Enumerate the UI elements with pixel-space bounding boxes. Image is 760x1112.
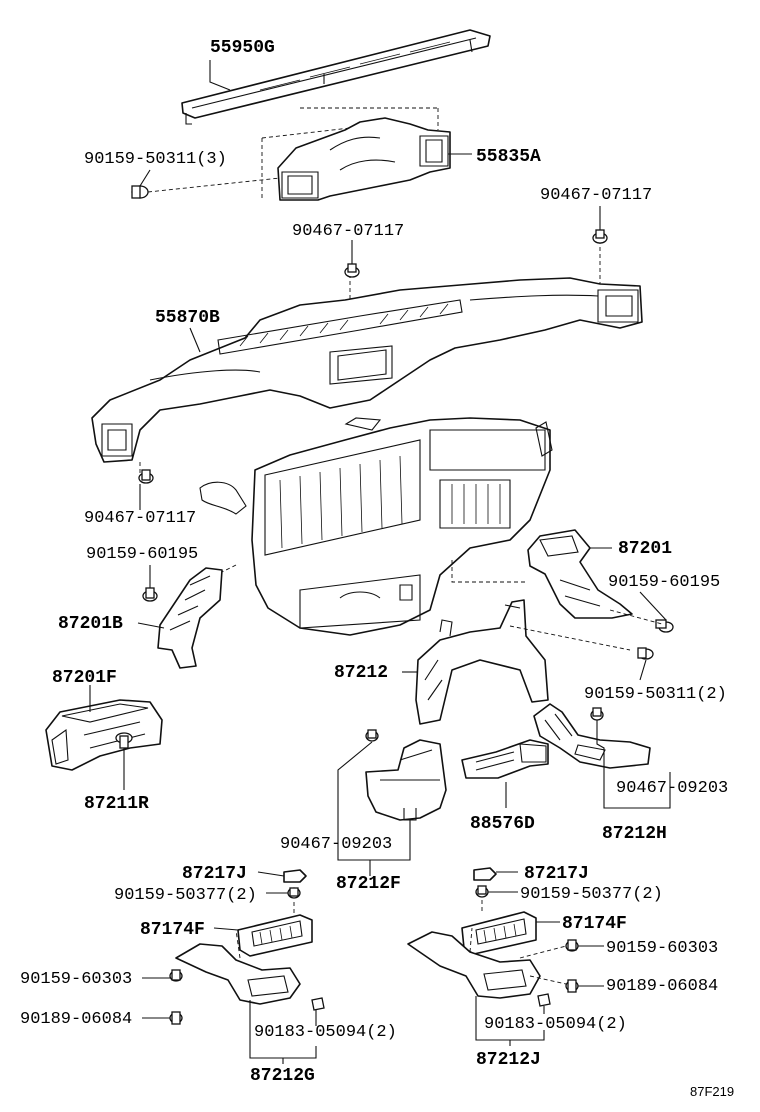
label-90467-07117-c: 90467-07117 [84,509,196,528]
label-90189-06084-a: 90189-06084 [20,1010,132,1029]
label-90159-50311-2: 90159-50311(2) [584,685,727,704]
screw-90159-60303-a [169,969,183,982]
duct-87212G-part [175,902,301,1005]
cover-87217J-b [473,867,497,881]
label-90159-60195-a: 90159-60195 [86,545,198,564]
register-87174F-b [461,911,537,955]
register-87174F-a [237,914,313,957]
label-90159-50311-3: 90159-50311(3) [84,150,227,169]
label-90159-60303-b: 90159-60303 [606,939,718,958]
defroster-duct-part [147,107,451,201]
defroster-nozzle-part [181,29,491,125]
duct-87201-part [527,529,633,619]
clip-90183-05094-a [311,997,325,1011]
screw-90159-60303-b [565,939,579,952]
label-87201: 87201 [618,539,672,559]
duct-87201B-part [157,567,223,669]
screw-90159-50377-a [287,887,301,899]
heater-unit-assembly [199,417,553,636]
duct-87212J-part [407,900,567,999]
label-55950G: 55950G [210,38,275,58]
label-87217J-a: 87217J [182,864,247,884]
bolt-90467-07117-b [592,229,608,244]
label-90183-05094-a: 90183-05094(2) [254,1023,397,1042]
label-87212: 87212 [334,663,388,683]
label-90467-07117-b: 90467-07117 [540,186,652,205]
duct-87201F-part [45,699,163,771]
duct-87212F-part [365,739,447,821]
bolt-90467-07117-c [138,469,154,484]
label-87212F: 87212F [336,874,401,894]
screw-90159-60195-a [142,587,158,602]
label-87174F-b: 87174F [562,914,627,934]
part-labels: 55950G 90159-50311(3) 55835A 90467-07117… [20,38,734,1099]
label-90183-05094-b: 90183-05094(2) [484,1015,627,1034]
label-87212G: 87212G [250,1066,315,1086]
label-87201B: 87201B [58,614,123,634]
label-87212H: 87212H [602,824,667,844]
screw-90159-50311-b [637,647,654,660]
air-duct-part [91,240,643,476]
label-55870B: 55870B [155,308,220,328]
screw-90159-50311-top [131,185,149,199]
label-87174F-a: 87174F [140,920,205,940]
label-55835A: 55835A [476,147,541,167]
duct-87212H-part [533,703,651,769]
outlet-88576D-part [461,739,549,779]
duct-87212-part [415,599,631,725]
cover-87217J-a [283,869,307,883]
screw-90189-06084-a [169,1011,183,1025]
label-90159-50377-b: 90159-50377(2) [520,885,663,904]
bolt-90467-07117-a [344,263,360,278]
label-87201F: 87201F [52,668,117,688]
label-87212J: 87212J [476,1050,541,1070]
screw-90159-60195-b [655,619,674,633]
screw-90159-50377-b [475,885,489,898]
clip-90183-05094-b [537,993,551,1007]
label-90467-09203-a: 90467-09203 [616,779,728,798]
leader-lines [89,60,671,1064]
label-88576D: 88576D [470,814,535,834]
label-90159-50377-a: 90159-50377(2) [114,886,257,905]
bolt-90467-09203-b [365,729,379,742]
label-90159-60195-b: 90159-60195 [608,573,720,592]
label-90189-06084-b: 90189-06084 [606,977,718,996]
label-87217J-b: 87217J [524,864,589,884]
label-90467-09203-b: 90467-09203 [280,835,392,854]
bolt-90467-09203-a [590,707,604,721]
label-90159-60303-a: 90159-60303 [20,970,132,989]
label-90467-07117-a: 90467-07117 [292,222,404,241]
figure-code: 87F219 [690,1084,734,1099]
label-87211R: 87211R [84,794,149,814]
screw-90189-06084-b [565,979,579,993]
